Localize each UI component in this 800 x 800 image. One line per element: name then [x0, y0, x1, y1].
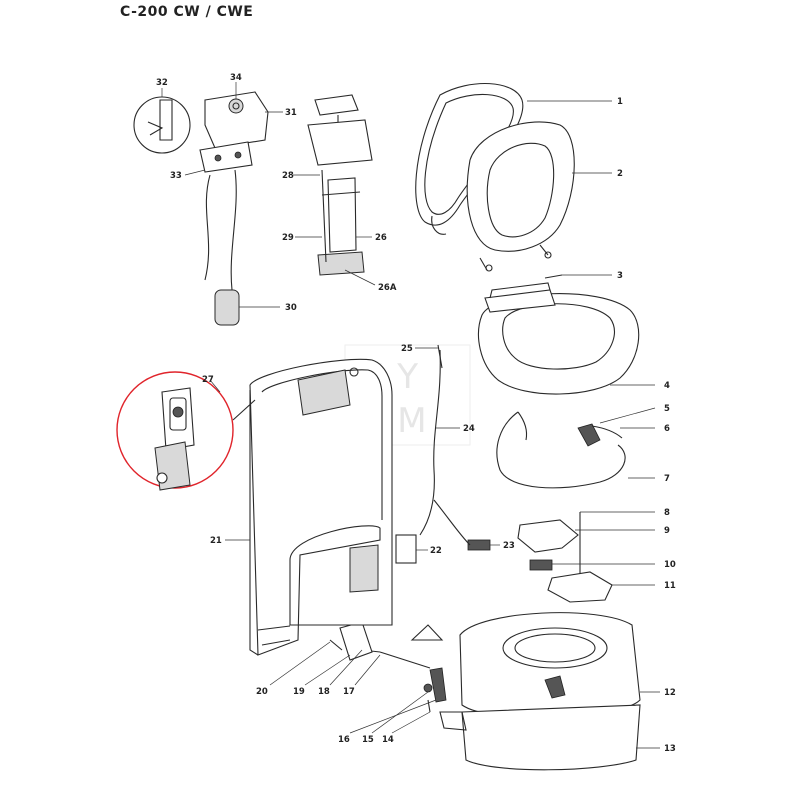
part-27-inlet-highlight[interactable]: [116, 371, 256, 491]
part-10-clip[interactable]: [529, 559, 553, 571]
label-29: 29: [282, 233, 294, 243]
part-34-button[interactable]: [228, 98, 244, 114]
part-12-tank-top[interactable]: [459, 612, 641, 719]
label-20: 20: [256, 687, 268, 697]
part-32-clip[interactable]: [133, 96, 191, 154]
part-26-pump-body[interactable]: [321, 177, 361, 253]
part-15-knob[interactable]: [423, 683, 433, 693]
part-28-pump-head[interactable]: [307, 94, 373, 166]
label-17: 17: [343, 687, 355, 697]
leader-lines: [161, 82, 660, 749]
diagram-title: C-200 CW / CWE: [120, 4, 254, 20]
label-21: 21: [210, 536, 222, 546]
label-15: 15: [362, 735, 374, 745]
label-14: 14: [382, 735, 394, 745]
label-7: 7: [664, 474, 670, 484]
label-25: 25: [401, 344, 413, 354]
label-10: 10: [664, 560, 676, 570]
label-32: 32: [156, 78, 168, 88]
label-31: 31: [285, 108, 297, 118]
label-24: 24: [463, 424, 475, 434]
part-11-bracket[interactable]: [547, 571, 613, 603]
part-26A-pump-base[interactable]: [317, 251, 365, 276]
part-24-cable[interactable]: [419, 349, 471, 546]
label-26A: 26A: [378, 283, 397, 293]
callout-labels: 1 2 3 4 5 6 7 8 9 10 11 12 13 14 15 16 1…: [156, 73, 676, 754]
label-27: 27: [202, 375, 214, 385]
part-25-sensor[interactable]: [437, 344, 443, 369]
part-30-float[interactable]: [204, 169, 240, 326]
part-22-connector[interactable]: [395, 534, 417, 564]
part-20-plate[interactable]: [329, 639, 343, 651]
label-1: 1: [617, 97, 623, 107]
label-26: 26: [375, 233, 387, 243]
label-8: 8: [664, 508, 670, 518]
label-5: 5: [664, 404, 670, 414]
part-2-seat[interactable]: [466, 121, 575, 272]
label-12: 12: [664, 688, 676, 698]
label-30: 30: [285, 303, 297, 313]
label-16: 16: [338, 735, 350, 745]
label-19: 19: [293, 687, 305, 697]
part-16-lever[interactable]: [429, 667, 447, 703]
label-6: 6: [664, 424, 670, 434]
part-3-pin[interactable]: [544, 274, 563, 279]
label-9: 9: [664, 526, 670, 536]
label-11: 11: [664, 581, 676, 591]
label-4: 4: [664, 381, 670, 391]
part-13-tank-bottom[interactable]: [439, 704, 641, 771]
part-23-plug[interactable]: [467, 539, 491, 551]
label-18: 18: [318, 687, 330, 697]
part-29-rod[interactable]: [321, 169, 327, 263]
part-9-bracket[interactable]: [517, 519, 579, 553]
part-1-lid[interactable]: [415, 82, 524, 235]
label-22: 22: [430, 546, 442, 556]
part-17-rod[interactable]: [379, 624, 444, 669]
part-21-housing[interactable]: [249, 358, 393, 656]
part-7-hose[interactable]: [496, 411, 626, 489]
label-2: 2: [617, 169, 623, 179]
part-19-block[interactable]: [339, 621, 373, 661]
part-14-screw[interactable]: [427, 699, 431, 713]
part-4-bowl[interactable]: [478, 282, 640, 395]
label-13: 13: [664, 744, 676, 754]
part-5-6-nozzle[interactable]: [577, 423, 623, 447]
label-23: 23: [503, 541, 515, 551]
label-28: 28: [282, 171, 294, 181]
part-33-bracket[interactable]: [199, 141, 253, 173]
part-31-cover[interactable]: [204, 91, 269, 149]
label-3: 3: [617, 271, 623, 281]
label-33: 33: [170, 171, 182, 181]
label-34: 34: [230, 73, 242, 83]
